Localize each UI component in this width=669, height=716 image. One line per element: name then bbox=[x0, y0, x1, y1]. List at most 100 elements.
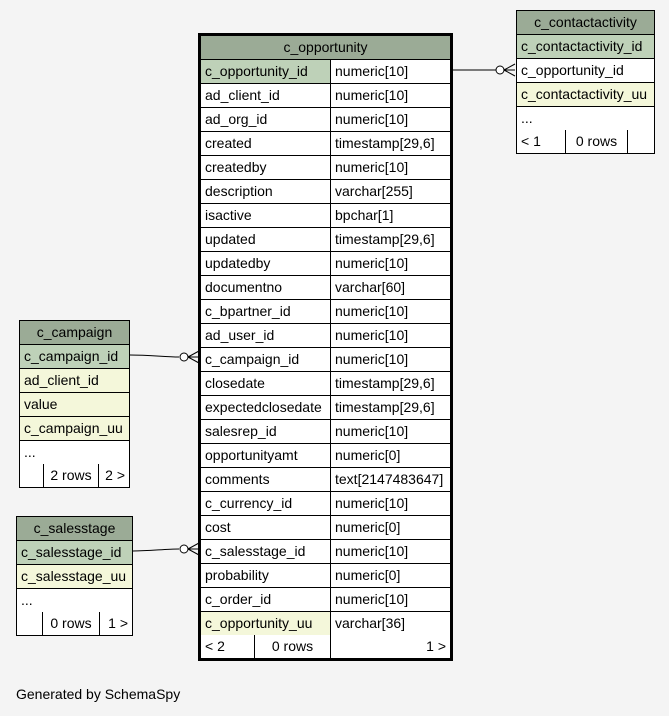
table-row[interactable]: ad_org_id numeric[10] bbox=[201, 108, 450, 132]
column-name: c_opportunity_id bbox=[201, 60, 330, 83]
table-row[interactable]: updated timestamp[29,6] bbox=[201, 228, 450, 252]
children-link[interactable] bbox=[627, 130, 654, 153]
column-type: numeric[10] bbox=[330, 108, 450, 131]
table-title[interactable]: c_contactactivity bbox=[517, 11, 654, 35]
column-type: numeric[0] bbox=[330, 444, 450, 467]
row-count: 2 rows bbox=[43, 464, 98, 487]
column-name: c_campaign_uu bbox=[20, 417, 129, 440]
table-row[interactable]: ad_client_id bbox=[20, 369, 129, 393]
table-row[interactable]: c_contactactivity_uu bbox=[517, 83, 654, 107]
table-row[interactable]: ... bbox=[517, 107, 654, 130]
children-link[interactable]: 2 > bbox=[98, 464, 129, 487]
column-type: timestamp[29,6] bbox=[330, 228, 450, 251]
column-name: documentno bbox=[205, 279, 283, 295]
column-name: c_contactactivity_uu bbox=[517, 83, 654, 106]
table-row[interactable]: c_salesstage_uu bbox=[17, 565, 132, 589]
column-name: ... bbox=[521, 110, 533, 126]
column-type: text[2147483647] bbox=[330, 468, 450, 491]
table-row[interactable]: opportunityamt numeric[0] bbox=[201, 444, 450, 468]
table-row[interactable]: probability numeric[0] bbox=[201, 564, 450, 588]
column-name: value bbox=[20, 393, 129, 416]
table-row[interactable]: c_contactactivity_id bbox=[517, 35, 654, 59]
column-name: c_salesstage_id bbox=[205, 543, 306, 559]
parents-link[interactable]: < 2 bbox=[205, 638, 225, 654]
table-row[interactable]: salesrep_id numeric[10] bbox=[201, 420, 450, 444]
column-type: varchar[255] bbox=[330, 180, 450, 203]
table-row[interactable]: c_campaign_uu bbox=[20, 417, 129, 441]
table-footer: < 2 0 rows 1 > bbox=[201, 635, 450, 658]
column-type: numeric[10] bbox=[330, 156, 450, 179]
column-type: numeric[10] bbox=[330, 348, 450, 371]
table-row[interactable]: value bbox=[20, 393, 129, 417]
column-name: c_salesstage_uu bbox=[17, 565, 132, 588]
table-footer: < 1 0 rows bbox=[517, 130, 654, 153]
table-row[interactable]: c_campaign_id numeric[10] bbox=[201, 348, 450, 372]
table-title[interactable]: c_opportunity bbox=[201, 36, 450, 60]
table-row[interactable]: ... bbox=[17, 589, 132, 612]
table-row[interactable]: description varchar[255] bbox=[201, 180, 450, 204]
column-name: c_opportunity_id bbox=[521, 62, 624, 78]
column-name: probability bbox=[205, 567, 269, 583]
children-link[interactable]: 1 > bbox=[99, 612, 132, 635]
column-name: updatedby bbox=[205, 255, 271, 271]
column-name: ad_org_id bbox=[205, 111, 268, 127]
column-name: ad_client_id bbox=[205, 87, 280, 103]
column-name: c_bpartner_id bbox=[205, 303, 291, 319]
edge-crowfoot-marker bbox=[187, 350, 200, 364]
table-columns: c_contactactivity_id c_opportunity_id c_co… bbox=[517, 35, 654, 130]
column-type: numeric[10] bbox=[330, 420, 450, 443]
edge-optional-marker bbox=[179, 544, 189, 554]
table-title[interactable]: c_campaign bbox=[20, 321, 129, 345]
column-name: c_currency_id bbox=[205, 495, 293, 511]
column-name: expectedclosedate bbox=[205, 399, 322, 415]
table-row[interactable]: ... bbox=[20, 441, 129, 464]
table-row[interactable]: c_salesstage_id bbox=[17, 541, 132, 565]
table-row[interactable]: c_opportunity_id bbox=[517, 59, 654, 83]
column-name: description bbox=[205, 183, 273, 199]
row-count: 0 rows bbox=[42, 612, 99, 635]
table-row[interactable]: c_campaign_id bbox=[20, 345, 129, 369]
edge-crowfoot-marker bbox=[187, 542, 200, 556]
column-name: c_campaign_id bbox=[205, 351, 300, 367]
table-row[interactable]: c_salesstage_id numeric[10] bbox=[201, 540, 450, 564]
table-row[interactable]: updatedby numeric[10] bbox=[201, 252, 450, 276]
parents-link[interactable] bbox=[20, 464, 43, 487]
edge-optional-marker bbox=[179, 352, 189, 362]
column-type: varchar[36] bbox=[330, 612, 450, 635]
column-type: numeric[0] bbox=[330, 564, 450, 587]
column-type: numeric[10] bbox=[330, 60, 450, 83]
children-link[interactable]: 1 > bbox=[330, 635, 450, 658]
column-name: salesrep_id bbox=[205, 423, 277, 439]
column-type: varchar[60] bbox=[330, 276, 450, 299]
column-name: opportunityamt bbox=[205, 447, 298, 463]
column-type: bpchar[1] bbox=[330, 204, 450, 227]
column-type: numeric[10] bbox=[330, 252, 450, 275]
table-footer: 0 rows 1 > bbox=[17, 612, 132, 635]
table-row[interactable]: documentno varchar[60] bbox=[201, 276, 450, 300]
parents-link[interactable]: < 1 bbox=[521, 133, 541, 149]
column-type: numeric[10] bbox=[330, 540, 450, 563]
parents-link[interactable] bbox=[17, 612, 42, 635]
table-title[interactable]: c_salesstage bbox=[17, 517, 132, 541]
column-name: updated bbox=[205, 231, 256, 247]
